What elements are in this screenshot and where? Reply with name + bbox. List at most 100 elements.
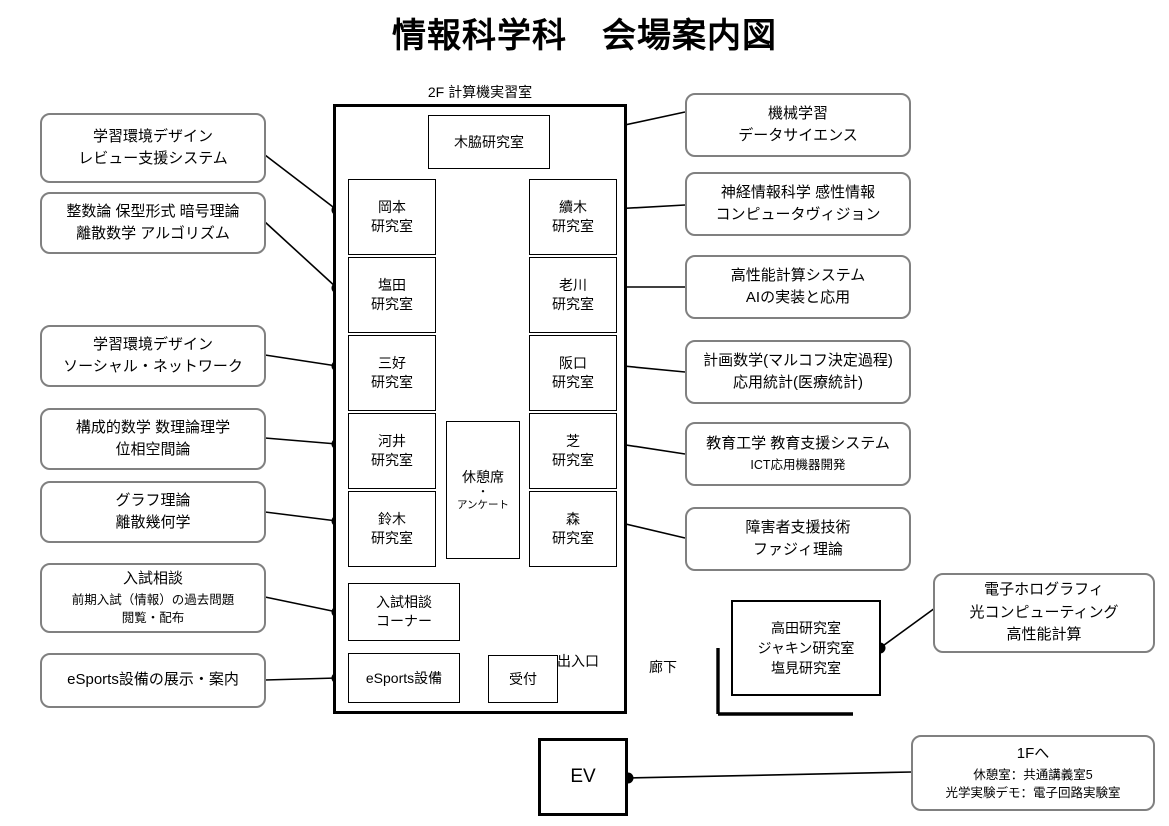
callout-line: 1Fへ — [1016, 745, 1050, 762]
room-label: 研究室 — [371, 374, 413, 390]
callout-line: グラフ理論 — [115, 491, 191, 509]
callout-line: 整数論 保型形式 暗号理論 — [66, 202, 240, 220]
callout-left-7[interactable]: eSports設備の展示・案内 — [40, 653, 266, 708]
room-label: 研究室 — [371, 452, 413, 468]
lab-label: 高田研究室 — [771, 619, 841, 636]
room-label: 森 — [566, 511, 580, 528]
callout-line: データサイエンス — [738, 127, 858, 144]
admissions-consult-corner[interactable]: 入試相談 コーナー — [348, 583, 460, 641]
callout-right-1[interactable]: 機械学習 データサイエンス — [685, 93, 911, 157]
callout-line: ICT応用機器開発 — [750, 457, 846, 472]
callout-left-5[interactable]: グラフ理論 離散幾何学 — [40, 481, 266, 543]
room-shioda[interactable]: 塩田 研究室 — [348, 257, 436, 333]
room-label: 鈴木 — [378, 511, 406, 528]
reception-label: 受付 — [509, 670, 537, 687]
lab-label: ジャキン研究室 — [757, 639, 855, 656]
page-title: 情報科学科 会場案内図 — [392, 17, 777, 55]
room-label: 河井 — [378, 433, 406, 450]
room-label: 研究室 — [552, 374, 594, 390]
elevator-label: EV — [570, 766, 596, 787]
callout-left-2[interactable]: 整数論 保型形式 暗号理論 離散数学 アルゴリズム — [40, 192, 266, 254]
lab-label: 塩見研究室 — [771, 660, 841, 677]
callout-line: 光コンピューティング — [969, 603, 1119, 621]
room-label: 木脇研究室 — [454, 133, 524, 150]
room-mori[interactable]: 森 研究室 — [529, 491, 617, 567]
esports-label: eSports設備 — [365, 669, 443, 686]
callout-right-5[interactable]: 教育工学 教育支援システム ICT応用機器開発 — [685, 422, 911, 486]
room-kawai[interactable]: 河井 研究室 — [348, 413, 436, 489]
callout-line: 教育工学 教育支援システム — [706, 435, 890, 453]
callout-left-4[interactable]: 構成的数学 数理論理学 位相空間論 — [40, 408, 266, 470]
esports-booth[interactable]: eSports設備 — [348, 653, 460, 703]
room-label: 研究室 — [371, 530, 413, 546]
callout-line: 高性能計算システム — [730, 266, 866, 284]
callout-line: ソーシャル・ネットワーク — [63, 358, 243, 375]
floor-plan-room: 木脇研究室 岡本 研究室 塩田 研究室 三好 研究室 河井 研究室 鈴木 研究室… — [333, 104, 627, 714]
callout-line: 計画数学(マルコフ決定過程) — [703, 351, 893, 369]
rest-area-separator: ・ — [477, 485, 489, 498]
room-kiwaki[interactable]: 木脇研究室 — [428, 115, 550, 169]
callout-line: 応用統計(医療統計) — [733, 374, 863, 391]
callout-line: コンピュータヴィジョン — [715, 206, 881, 223]
room-label: 三好 — [378, 355, 406, 372]
survey-label: アンケート — [456, 498, 510, 511]
room-label: 芝 — [566, 433, 580, 450]
callout-right-3[interactable]: 高性能計算システム AIの実装と応用 — [685, 255, 911, 319]
callout-line: 機械学習 — [767, 104, 828, 122]
callout-line: 障害者支援技術 — [745, 518, 851, 536]
room-tsuzuki[interactable]: 續木 研究室 — [529, 179, 617, 255]
callout-line: 構成的数学 数理論理学 — [75, 418, 231, 436]
callout-line: 休憩室：共通講義室5 — [973, 767, 1093, 782]
callout-left-1[interactable]: 学習環境デザイン レビュー支援システム — [40, 113, 266, 183]
room-label: 塩田 — [378, 277, 406, 294]
callout-line: 入試相談 — [122, 570, 183, 587]
room-okamoto[interactable]: 岡本 研究室 — [348, 179, 436, 255]
callout-line: eSports設備の展示・案内 — [67, 671, 239, 689]
callout-line: 光学実験デモ：電子回路実験室 — [945, 786, 1121, 801]
callout-line: 離散数学 アルゴリズム — [76, 225, 230, 242]
consult-label: コーナー — [376, 613, 432, 629]
room-label: 續木 — [559, 199, 587, 216]
entrance-label: 出入口 — [557, 653, 599, 669]
callout-line: AIの実装と応用 — [745, 289, 851, 306]
callout-left-3[interactable]: 学習環境デザイン ソーシャル・ネットワーク — [40, 325, 266, 387]
room-oikawa[interactable]: 老川 研究室 — [529, 257, 617, 333]
consult-label: 入試相談 — [376, 594, 432, 611]
room-label: 研究室 — [552, 218, 594, 234]
callout-right-7[interactable]: 電子ホログラフィ 光コンピューティング 高性能計算 — [933, 573, 1155, 653]
lab-block-outside[interactable]: 高田研究室 ジャキン研究室 塩見研究室 — [731, 600, 881, 696]
room-label: 研究室 — [371, 296, 413, 312]
reception-desk[interactable]: 受付 — [488, 655, 558, 703]
callout-line: 電子ホログラフィ — [984, 581, 1104, 599]
room-label: 研究室 — [552, 452, 594, 468]
callout-line: 高性能計算 — [1006, 626, 1082, 644]
room-label: 研究室 — [552, 530, 594, 546]
room-shiba[interactable]: 芝 研究室 — [529, 413, 617, 489]
room-label: 阪口 — [559, 355, 587, 372]
callout-line: ファジィ理論 — [752, 541, 843, 558]
callout-line: 位相空間論 — [115, 441, 191, 458]
callout-line: 学習環境デザイン — [92, 335, 213, 353]
callout-floor-guide[interactable]: 1Fへ 休憩室：共通講義室5 光学実験デモ：電子回路実験室 — [911, 735, 1155, 811]
corridor-label: 廊下 — [649, 659, 677, 675]
callout-line: 前期入試（情報）の過去問題 — [71, 592, 235, 607]
callout-line: 閲覧・配布 — [121, 611, 185, 626]
room-miyoshi[interactable]: 三好 研究室 — [348, 335, 436, 411]
room-label: 研究室 — [552, 296, 594, 312]
room-sakaguchi[interactable]: 阪口 研究室 — [529, 335, 617, 411]
callout-line: 神経情報科学 感性情報 — [720, 183, 876, 201]
callout-right-2[interactable]: 神経情報科学 感性情報 コンピュータヴィジョン — [685, 172, 911, 236]
callout-line: 離散幾何学 — [115, 514, 191, 531]
callout-line: レビュー支援システム — [78, 150, 228, 167]
callout-left-6[interactable]: 入試相談 前期入試（情報）の過去問題 閲覧・配布 — [40, 563, 266, 633]
room-label: 岡本 — [378, 199, 406, 216]
room-suzuki[interactable]: 鈴木 研究室 — [348, 491, 436, 567]
callout-right-6[interactable]: 障害者支援技術 ファジィ理論 — [685, 507, 911, 571]
callout-right-4[interactable]: 計画数学(マルコフ決定過程) 応用統計(医療統計) — [685, 340, 911, 404]
room-label: 老川 — [559, 277, 587, 294]
callout-line: 学習環境デザイン — [92, 127, 213, 145]
map-subtitle: 2F 計算機実習室 — [427, 84, 533, 100]
rest-area[interactable]: 休憩席 ・ アンケート — [446, 421, 520, 559]
elevator-box[interactable]: EV — [538, 738, 628, 816]
room-label: 研究室 — [371, 218, 413, 234]
